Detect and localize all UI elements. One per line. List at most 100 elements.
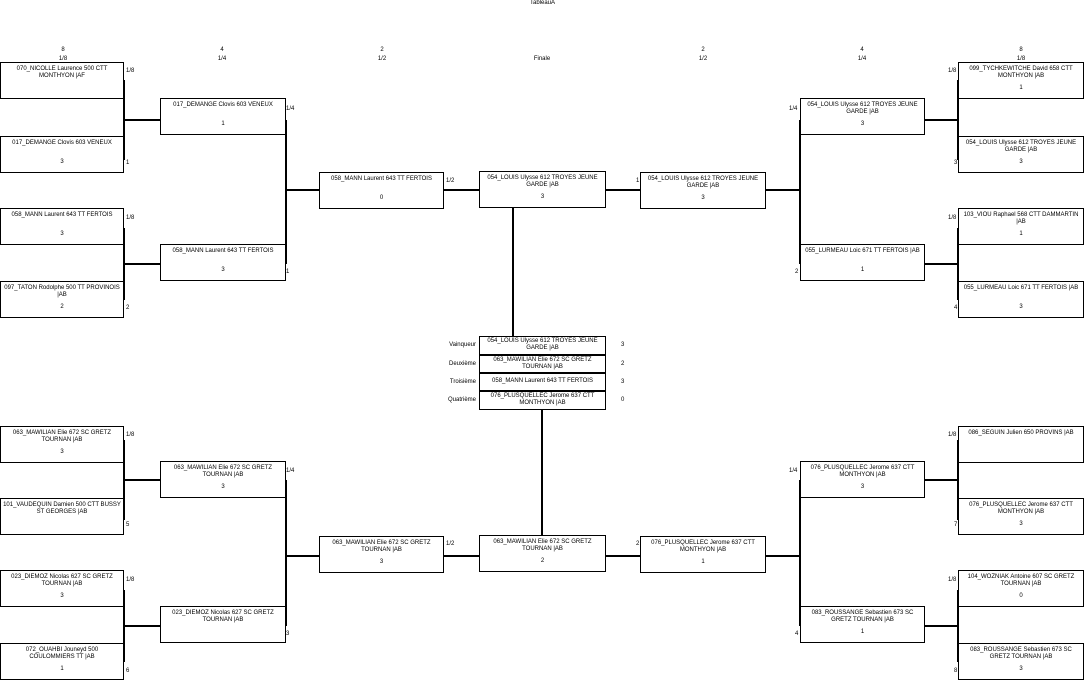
player-name: 055_LURMEAU Loic 671 TT FERTOIS |AB bbox=[963, 285, 1079, 291]
match-box[interactable]: 054_LOUIS Ulysse 612 TROYES JEUNE GARDE … bbox=[640, 172, 766, 209]
match-box[interactable]: 063_MAWILIAN Elie 672 SC GRETZ TOURNAN |… bbox=[319, 536, 444, 573]
match-score: 3 bbox=[540, 194, 545, 200]
match-score: 1 bbox=[221, 121, 225, 127]
round-mark: 1/8 bbox=[126, 215, 135, 221]
ranking-entry[interactable]: 063_MAWILIAN Elie 672 SC GRETZ TOURNAN |… bbox=[479, 355, 606, 373]
match-box[interactable]: 058_MANN Laurent 643 TT FERTOIS 0 bbox=[319, 172, 444, 209]
player-name: 083_ROUSSANGE Sebastien 673 SC GRETZ TOU… bbox=[970, 647, 1072, 660]
match-box[interactable]: 058_MANN Laurent 643 TT FERTOIS 3 bbox=[160, 244, 286, 281]
seed-mark: 3 bbox=[286, 631, 290, 637]
match-box[interactable]: 083_ROUSSANGE Sebastien 673 SC GRETZ TOU… bbox=[800, 606, 925, 643]
round-mark: 1/4 bbox=[789, 468, 798, 474]
seed-mark: 1 bbox=[286, 269, 290, 275]
player-name: 054_LOUIS Ulysse 612 TROYES JEUNE GARDE … bbox=[487, 175, 598, 188]
match-score: 1 bbox=[1019, 85, 1023, 91]
ranking-entry[interactable]: 054_LOUIS Ulysse 612 TROYES JEUNE GARDE … bbox=[479, 336, 606, 355]
rank-label: Quatrième bbox=[447, 397, 476, 403]
ranking-score: 3 bbox=[621, 342, 625, 348]
match-box[interactable]: 099_TYCHKEWITCHE David 658 CTT MONTHYON … bbox=[958, 62, 1084, 99]
final-box[interactable]: 054_LOUIS Ulysse 612 TROYES JEUNE GARDE … bbox=[479, 171, 606, 208]
match-score: 3 bbox=[860, 484, 865, 490]
match-box[interactable]: 017_DEMANGE Clovis 603 VENEUX 1 bbox=[160, 98, 286, 135]
round-mark: 1/8 bbox=[126, 432, 135, 438]
match-box[interactable]: 097_TATON Rodolphe 500 TT PROVINOIS |AB … bbox=[0, 281, 124, 318]
seed-mark: 1 bbox=[126, 160, 130, 166]
match-box[interactable]: 063_MAWILIAN Elie 672 SC GRETZ TOURNAN |… bbox=[0, 426, 124, 463]
player-name: 058_MANN Laurent 643 TT FERTOIS bbox=[11, 212, 113, 218]
match-score: 3 bbox=[701, 195, 705, 201]
round-label: 1/8 bbox=[58, 56, 68, 62]
seed-mark: 6 bbox=[126, 668, 130, 674]
round-mark: 1/8 bbox=[126, 68, 135, 74]
player-name: 076_PLUSQUELLEC Jerome 637 CTT MONTHYON … bbox=[810, 465, 915, 478]
rank-label: Deuxième bbox=[448, 361, 476, 367]
match-score: 3 bbox=[60, 231, 64, 237]
rank-label: Vainqueur bbox=[449, 342, 476, 348]
match-box[interactable]: 070_NICOLLE Laurence 500 CTT MONTHYON |A… bbox=[0, 62, 124, 99]
player-name: 063_MAWILIAN Elie 672 SC GRETZ TOURNAN |… bbox=[12, 430, 112, 443]
player-name: 058_MANN Laurent 643 TT FERTOIS bbox=[172, 248, 274, 254]
player-name: 054_LOUIS Ulysse 612 TROYES JEUNE GARDE … bbox=[965, 140, 1077, 153]
match-box[interactable]: 017_DEMANGE Clovis 603 VENEUX 3 bbox=[0, 136, 124, 173]
match-box[interactable]: 054_LOUIS Ulysse 612 TROYES JEUNE GARDE … bbox=[958, 136, 1084, 173]
seed-mark: 2 bbox=[126, 305, 130, 311]
match-score: 1 bbox=[60, 666, 64, 672]
round-count: 4 bbox=[220, 47, 224, 53]
round-label: 1/2 bbox=[377, 56, 387, 62]
match-score: 3 bbox=[379, 559, 384, 565]
ranking-score: 0 bbox=[621, 397, 625, 403]
match-box[interactable]: 083_ROUSSANGE Sebastien 673 SC GRETZ TOU… bbox=[958, 643, 1084, 680]
player-name: 103_VIOU Raphael 568 CTT DAMMARTIN |AB bbox=[963, 212, 1079, 225]
player-name: 083_ROUSSANGE Sebastien 673 SC GRETZ TOU… bbox=[811, 610, 914, 623]
round-mark: 1/8 bbox=[948, 432, 957, 438]
player-name: 063_MAWILIAN Elie 672 SC GRETZ TOURNAN |… bbox=[493, 539, 592, 552]
match-score: 1 bbox=[701, 559, 705, 565]
match-box[interactable]: 076_PLUSQUELLEC Jerome 637 CTT MONTHYON … bbox=[800, 461, 925, 498]
ranking-entry[interactable]: 058_MANN Laurent 643 TT FERTOIS bbox=[479, 373, 606, 391]
player-name: 076_PLUSQUELLEC Jerome 637 CTT MONTHYON … bbox=[651, 540, 755, 553]
match-score: 0 bbox=[379, 195, 384, 201]
round-label: Finale bbox=[533, 56, 551, 62]
match-box[interactable]: 076_PLUSQUELLEC Jerome 637 CTT MONTHYON … bbox=[958, 498, 1084, 535]
ranking-entry[interactable]: 076_PLUSQUELLEC Jerome 637 CTT MONTHYON … bbox=[479, 391, 606, 410]
seed-mark: 3 bbox=[954, 160, 958, 166]
player-name: 104_WOZNIAK Antoine 607 SC GRETZ TOURNAN… bbox=[967, 574, 1075, 587]
player-name: 063_MAWILIAN Elie 672 SC GRETZ TOURNAN |… bbox=[173, 465, 273, 478]
match-box[interactable]: 058_MANN Laurent 643 TT FERTOIS 3 bbox=[0, 208, 124, 245]
player-name: 076_PLUSQUELLEC Jerome 637 CTT MONTHYON … bbox=[490, 393, 595, 406]
player-name: 070_NICOLLE Laurence 500 CTT MONTHYON |A… bbox=[16, 66, 108, 79]
match-box[interactable]: 023_DIEMOZ Nicolas 627 SC GRETZ TOURNAN … bbox=[160, 606, 286, 643]
round-label: 1/4 bbox=[217, 56, 227, 62]
match-score: 3 bbox=[60, 159, 64, 165]
match-box[interactable]: 054_LOUIS Ulysse 612 TROYES JEUNE GARDE … bbox=[800, 98, 925, 135]
player-name: 097_TATON Rodolphe 500 TT PROVINOIS |AB bbox=[4, 285, 120, 298]
round-count: 8 bbox=[1019, 47, 1023, 53]
match-box[interactable]: 063_MAWILIAN Elie 672 SC GRETZ TOURNAN |… bbox=[160, 461, 286, 498]
ranking-score: 2 bbox=[621, 361, 625, 367]
match-box[interactable]: 101_VAUDEQUIN Damien 500 CTT BUSSY ST GE… bbox=[0, 498, 124, 535]
match-box[interactable]: 055_LURMEAU Loic 671 TT FERTOIS |AB 1 bbox=[800, 244, 925, 281]
round-mark: 1/8 bbox=[948, 215, 957, 221]
player-name: 058_MANN Laurent 643 TT FERTOIS bbox=[492, 378, 593, 384]
match-box[interactable]: 076_PLUSQUELLEC Jerome 637 CTT MONTHYON … bbox=[640, 536, 766, 573]
player-name: 054_LOUIS Ulysse 612 TROYES JEUNE GARDE … bbox=[807, 102, 918, 115]
match-box[interactable]: 055_LURMEAU Loic 671 TT FERTOIS |AB 3 bbox=[958, 281, 1084, 318]
match-box[interactable]: 103_VIOU Raphael 568 CTT DAMMARTIN |AB 1 bbox=[958, 208, 1084, 245]
final-box[interactable]: 063_MAWILIAN Elie 672 SC GRETZ TOURNAN |… bbox=[479, 535, 606, 572]
round-count: 2 bbox=[701, 47, 705, 53]
match-score: 3 bbox=[1019, 666, 1023, 672]
player-name: 099_TYCHKEWITCHE David 658 CTT MONTHYON … bbox=[969, 66, 1073, 79]
rank-label: Troisième bbox=[449, 379, 476, 385]
match-box[interactable]: 023_DIEMOZ Nicolas 627 SC GRETZ TOURNAN … bbox=[0, 570, 124, 607]
player-name: 101_VAUDEQUIN Damien 500 CTT BUSSY ST GE… bbox=[3, 502, 121, 515]
round-mark: 1/2 bbox=[446, 178, 455, 184]
match-box[interactable]: 104_WOZNIAK Antoine 607 SC GRETZ TOURNAN… bbox=[958, 570, 1084, 607]
match-box[interactable]: 072_OUAHBI Jouneyd 500 COULOMMIERS TT |A… bbox=[0, 643, 124, 680]
round-mark: 1/2 bbox=[446, 541, 455, 547]
seed-mark: 4 bbox=[954, 305, 958, 311]
player-name: 086_SEGUIN Julien 650 PROVINS |AB bbox=[968, 430, 1074, 436]
round-mark: 1/4 bbox=[286, 106, 295, 112]
round-count: 2 bbox=[380, 47, 384, 53]
match-box[interactable]: 086_SEGUIN Julien 650 PROVINS |AB bbox=[958, 426, 1084, 463]
match-score: 3 bbox=[860, 121, 865, 127]
